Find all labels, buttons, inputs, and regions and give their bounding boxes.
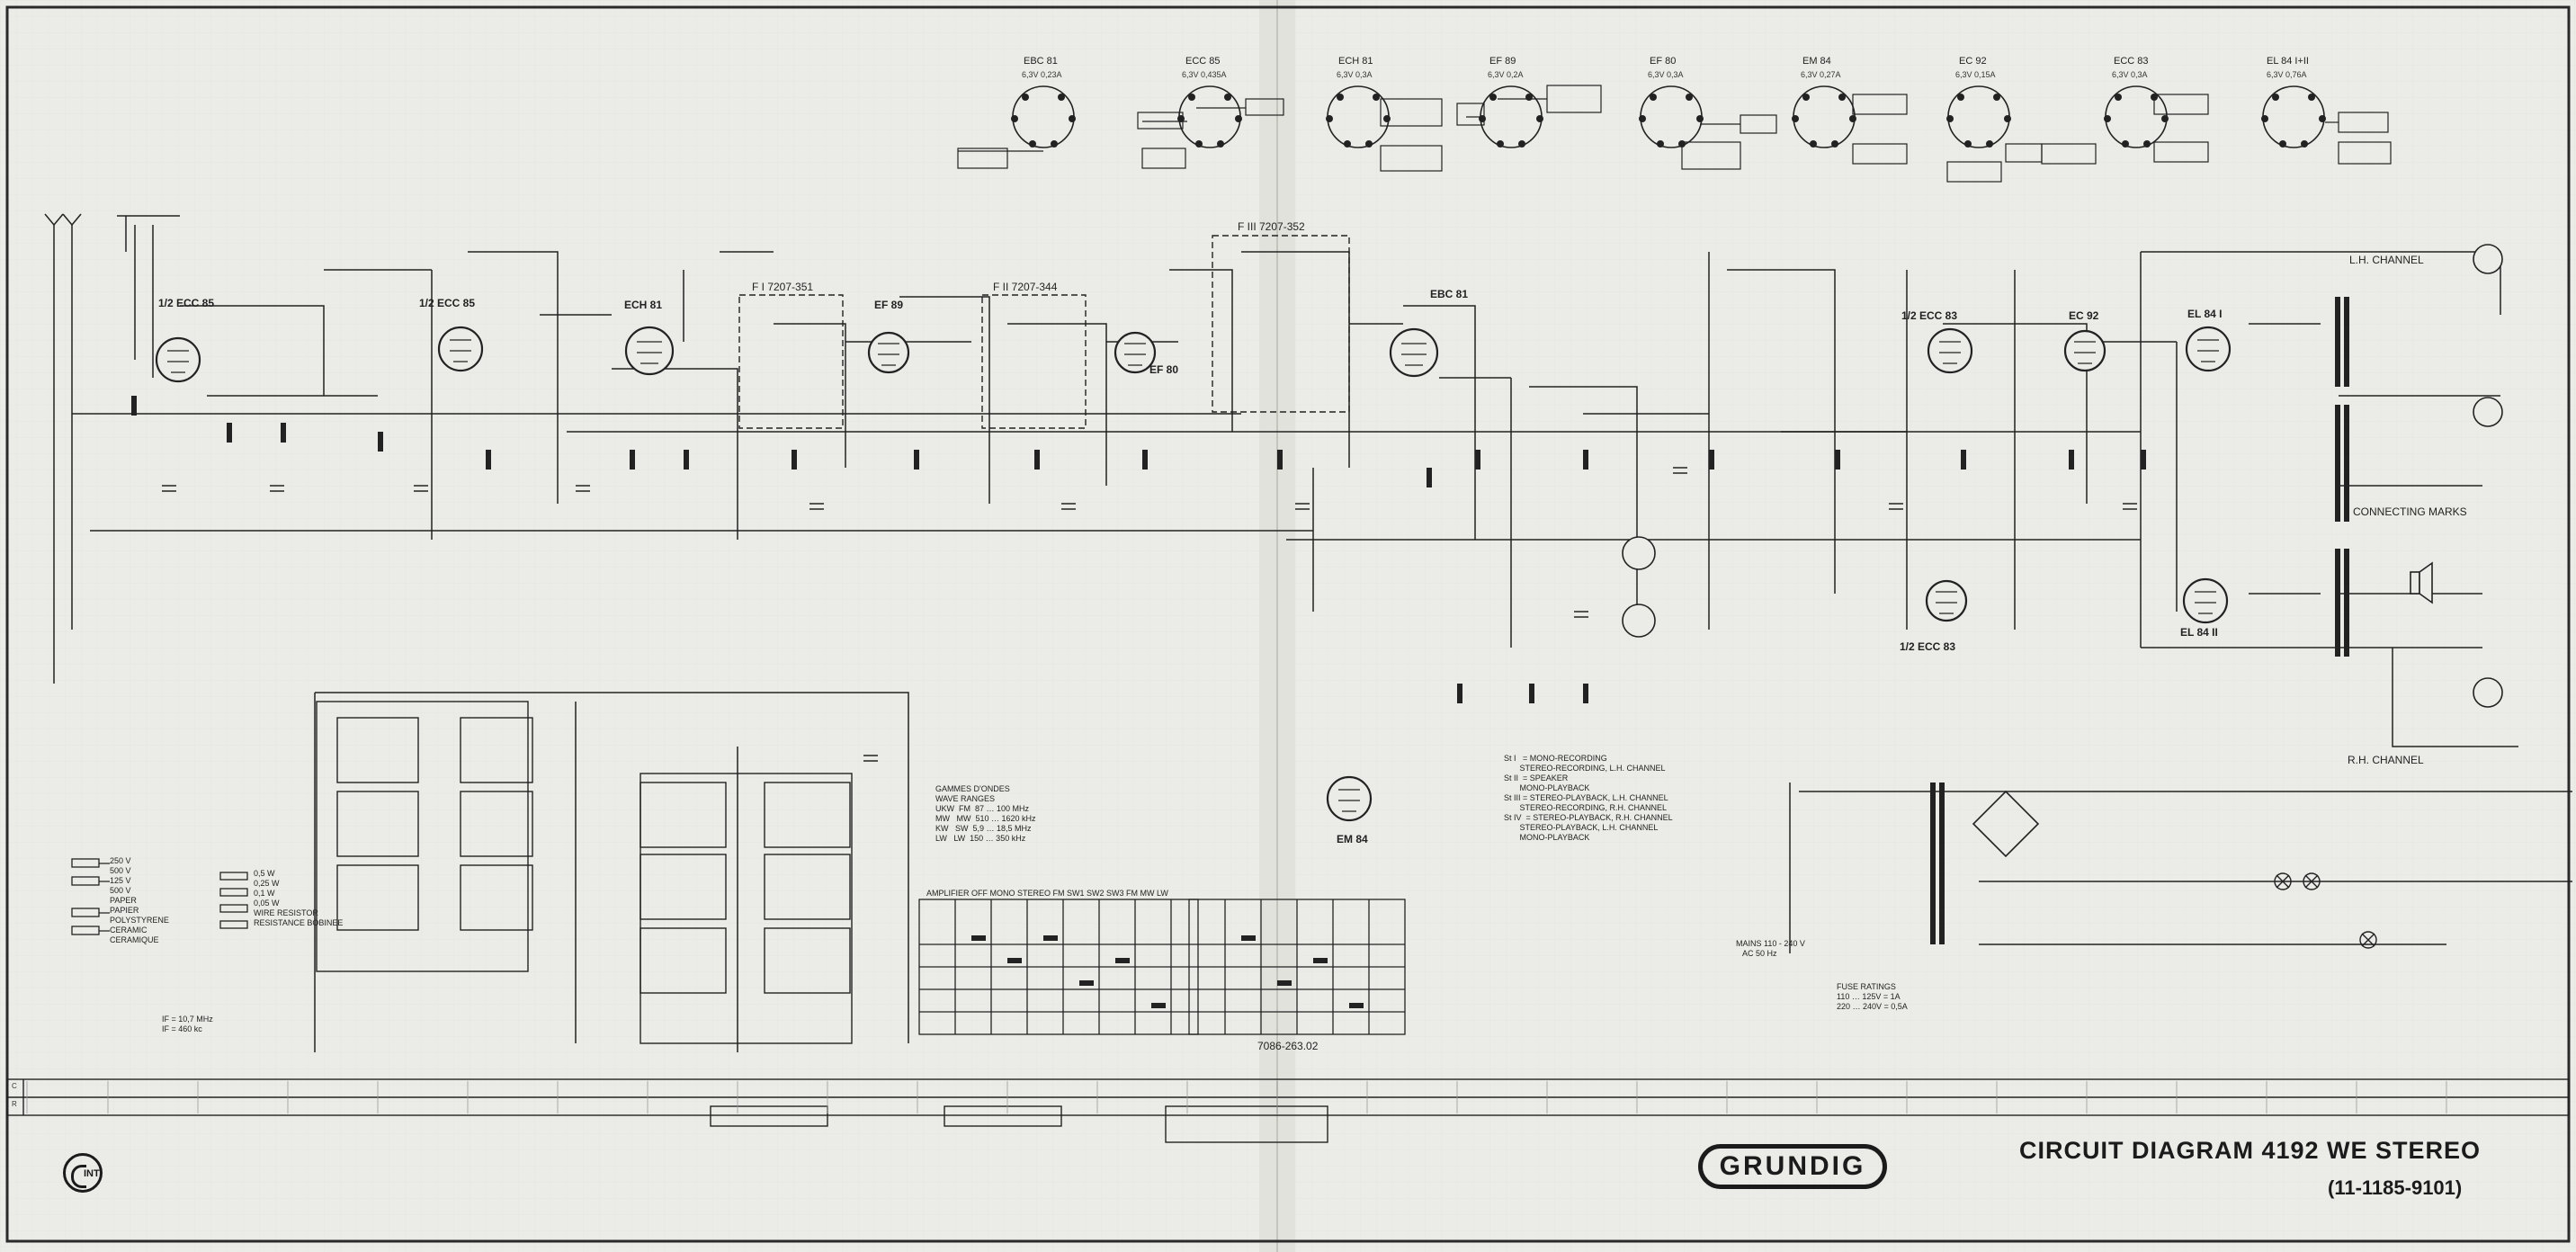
- tube-header-spec: 6,3V 0,3A: [2112, 70, 2148, 79]
- row-label-c: C: [12, 1082, 17, 1090]
- mains-note: MAINS 110 - 240 V AC 50 Hz: [1736, 939, 1805, 958]
- tube-header-spec: 6,3V 0,76A: [2267, 70, 2307, 79]
- if-frequency-note: IF = 10,7 MHz IF = 460 kc: [162, 1015, 213, 1033]
- logo-text: INT: [84, 1168, 100, 1179]
- tube-header-name: ECH 81: [1338, 56, 1373, 67]
- tube-header-name: EM 84: [1802, 56, 1831, 67]
- tube-label: 1/2 ECC 85: [419, 297, 476, 309]
- tube-label: EBC 81: [1430, 288, 1469, 300]
- channel-label-lh: L.H. CHANNEL: [2349, 254, 2424, 266]
- diagram-title: CIRCUIT DIAGRAM 4192 WE STEREO: [2019, 1137, 2482, 1164]
- filter-label: F II 7207-344: [993, 281, 1058, 293]
- resistor-legend: 0,5 W 0,25 W 0,1 W 0,05 W WIRE RESISTOR …: [254, 869, 344, 927]
- tube-header-name: EL 84 I+II: [2267, 56, 2309, 67]
- connecting-marks-label: CONNECTING MARKS: [2353, 505, 2467, 518]
- tube-header-spec: 6,3V 0,15A: [1955, 70, 1996, 79]
- tube-header-name: EF 80: [1650, 56, 1677, 67]
- tube-label: 1/2 ECC 85: [158, 297, 215, 309]
- fuse-ratings-note: FUSE RATINGS 110 … 125V = 1A 220 … 240V …: [1837, 982, 1908, 1011]
- tube-header-name: EF 89: [1489, 56, 1516, 67]
- tube-header-spec: 6,3V 0,3A: [1337, 70, 1373, 79]
- capacitor-legend: 250 V 500 V 125 V 500 V PAPER PAPIER POL…: [110, 856, 169, 944]
- tube-header-spec: 6,3V 0,2A: [1488, 70, 1524, 79]
- tube-label: ECH 81: [624, 299, 663, 311]
- channel-label-rh: R.H. CHANNEL: [2348, 754, 2424, 766]
- grundig-int-logo: INT: [63, 1153, 103, 1193]
- filter-label: F III 7207-352: [1238, 220, 1305, 233]
- tube-header-spec: 6,3V 0,23A: [1022, 70, 1062, 79]
- tube-header-spec: 6,3V 0,27A: [1801, 70, 1841, 79]
- tube-label: EC 92: [2069, 309, 2099, 322]
- tube-header-spec: 6,3V 0,435A: [1182, 70, 1227, 79]
- tube-label: EL 84 I: [2187, 308, 2223, 320]
- document-number: (11-1185-9101): [2328, 1176, 2463, 1199]
- tube-label: 1/2 ECC 83: [1901, 309, 1958, 322]
- tube-label: 1/2 ECC 83: [1900, 640, 1956, 653]
- switch-matrix-header: AMPLIFIER OFF MONO STEREO FM SW1 SW2 SW3…: [926, 889, 1168, 898]
- tube-label: EF 80: [1149, 363, 1179, 376]
- brand-logo: GRUNDIG: [1698, 1144, 1887, 1189]
- tube-header-name: ECC 83: [2114, 56, 2149, 67]
- tube-header-spec: 6,3V 0,3A: [1648, 70, 1684, 79]
- row-label-r: R: [12, 1100, 17, 1108]
- tube-label: EM 84: [1337, 833, 1368, 845]
- tube-label: EF 89: [874, 299, 904, 311]
- tube-header-name: EC 92: [1959, 56, 1987, 67]
- tube-label: EL 84 II: [2180, 626, 2218, 639]
- stereo-mode-legend: St I = MONO-RECORDING STEREO-RECORDING, …: [1504, 754, 1673, 842]
- tube-header-name: ECC 85: [1185, 56, 1221, 67]
- filter-label: F I 7207-351: [752, 281, 814, 293]
- tube-header-name: EBC 81: [1024, 56, 1058, 67]
- wave-ranges-note: GAMMES D'ONDES WAVE RANGES UKW FM 87 … 1…: [935, 784, 1036, 843]
- drawing-number: 7086-263.02: [1257, 1040, 1319, 1052]
